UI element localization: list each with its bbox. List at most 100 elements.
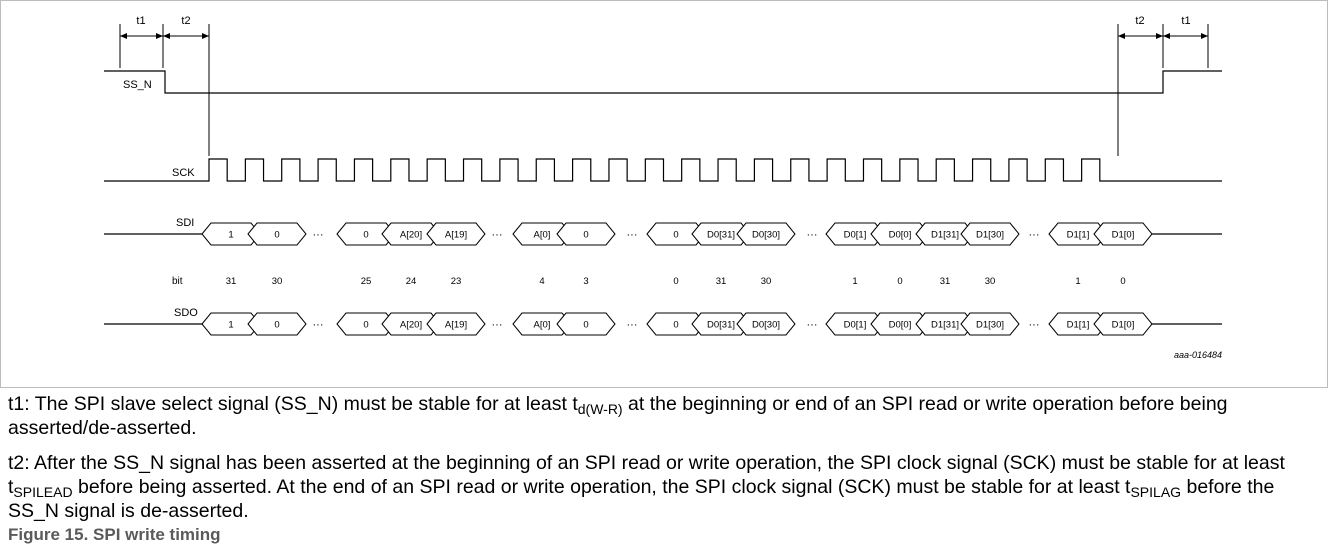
sdo-cell-label: 0 (583, 320, 588, 331)
sdi-ellipsis: ··· (1029, 229, 1040, 241)
sdi-cell-label: D1[31] (931, 230, 959, 241)
sdi-cell-label: D0[30] (752, 230, 780, 241)
sdo-cell (247, 312, 307, 336)
note-t2-text-b: before being asserted. At the end of an … (72, 476, 1131, 498)
figure-caption: Figure 15. SPI write timing (8, 525, 221, 544)
bit-label: 31 (226, 276, 237, 287)
sdo-cell (1093, 312, 1153, 336)
bit-label: 25 (361, 276, 372, 287)
sdo-ellipsis: ··· (492, 319, 503, 331)
sdo-cell-label: D1[0] (1112, 320, 1135, 331)
sdi-cell-label: 0 (363, 230, 368, 241)
sdo-ellipsis: ··· (313, 319, 324, 331)
bit-label: 4 (539, 276, 544, 287)
sdo-cell-label: 0 (673, 320, 678, 331)
sdo-cell (556, 312, 616, 336)
dim-t1-left-arrow-a (120, 33, 127, 39)
bit-label: 1 (852, 276, 857, 287)
sdi-cell (247, 222, 307, 246)
sdi-cell-label: 0 (583, 230, 588, 241)
sdo-cell-label: 0 (274, 320, 279, 331)
sdo-ellipsis: ··· (627, 319, 638, 331)
sdi-cell-label: 1 (228, 230, 233, 241)
label-t2-right: t2 (1135, 15, 1144, 27)
label-bit: bit (172, 276, 183, 287)
bit-label: 30 (761, 276, 772, 287)
sdi-ellipsis: ··· (492, 229, 503, 241)
sdi-cell (556, 222, 616, 246)
sdi-ellipsis: ··· (627, 229, 638, 241)
label-t1-right: t1 (1181, 15, 1190, 27)
bit-label: 3 (583, 276, 588, 287)
label-sck: SCK (172, 167, 195, 179)
sdo-cell-label: 0 (363, 320, 368, 331)
note-t2-sub-lag: SPILAG (1130, 484, 1182, 500)
sdo-cell-label: 1 (228, 320, 233, 331)
sdo-cell (426, 312, 486, 336)
note-t1-text-a: t1: The SPI slave select signal (SS_N) m… (8, 393, 578, 415)
label-sdi: SDI (176, 217, 194, 229)
sdo-cell-label: A[0] (534, 320, 551, 331)
note-t2-text-c: before the SS_N signal is de-asserted. (8, 476, 1275, 522)
note-t1-sub: d(W-R) (577, 401, 623, 417)
sdi-cell-label: 0 (274, 230, 279, 241)
sdi-cell-label: D1[30] (976, 230, 1004, 241)
sdi-cell-label: A[0] (534, 230, 551, 241)
label-sdo: SDO (174, 307, 198, 319)
sdi-cell-label: D0[0] (889, 230, 912, 241)
sdi-cell-label: D0[1] (844, 230, 867, 241)
dim-t1-right-arrow-b (1201, 33, 1208, 39)
sdo-cell (960, 312, 1020, 336)
label-ss-n: SS_N (123, 79, 152, 91)
bit-label: 31 (716, 276, 727, 287)
sdi-cell-label: D1[0] (1112, 230, 1135, 241)
note-t1: t1: The SPI slave select signal (SS_N) m… (8, 392, 1313, 440)
bit-label: 30 (985, 276, 996, 287)
sdo-cell-label: D0[30] (752, 320, 780, 331)
bit-label: 0 (673, 276, 678, 287)
dim-t1-right-arrow-a (1163, 33, 1170, 39)
sdi-cell (736, 222, 796, 246)
dim-t2-left-arrow-a (163, 33, 170, 39)
note-t2: t2: After the SS_N signal has been asser… (8, 451, 1313, 523)
bit-label: 0 (897, 276, 902, 287)
sdo-cell-label: D1[30] (976, 320, 1004, 331)
sdo-cell-label: A[19] (445, 320, 467, 331)
sdi-cell (1093, 222, 1153, 246)
sdi-cell (960, 222, 1020, 246)
dim-t2-left-arrow-b (202, 33, 209, 39)
dim-t1-left-arrow-b (156, 33, 163, 39)
bit-label: 23 (451, 276, 462, 287)
sdi-ellipsis: ··· (807, 229, 818, 241)
sdi-cell (426, 222, 486, 246)
label-t1-left: t1 (136, 15, 145, 27)
sdo-cell-label: D0[1] (844, 320, 867, 331)
sdi-cell-label: 0 (673, 230, 678, 241)
bit-label: 31 (940, 276, 951, 287)
sdo-cell (736, 312, 796, 336)
sdi-cell-label: D0[31] (707, 230, 735, 241)
sdi-cell-label: A[19] (445, 230, 467, 241)
note-t2-sub-lead: SPILEAD (13, 484, 73, 500)
dim-t2-right-arrow-a (1118, 33, 1125, 39)
sdi-cell-label: A[20] (400, 230, 422, 241)
note-t1-text-b: at the beginning or end of an SPI read o… (8, 393, 1228, 439)
ss-n-waveform (104, 70, 1222, 94)
sdo-cell-label: A[20] (400, 320, 422, 331)
bit-label: 0 (1120, 276, 1125, 287)
note-t2-text-a: t2: After the SS_N signal has been asser… (8, 452, 1285, 498)
dim-t2-right-arrow-b (1156, 33, 1163, 39)
bit-label: 30 (272, 276, 283, 287)
bit-label: 1 (1075, 276, 1080, 287)
sdo-cell-label: D1[31] (931, 320, 959, 331)
bit-label: 24 (406, 276, 417, 287)
ref-code: aaa-016484 (1174, 350, 1222, 360)
sdo-ellipsis: ··· (807, 319, 818, 331)
sdo-cell-label: D0[31] (707, 320, 735, 331)
sck-waveform (104, 158, 1222, 182)
sdo-ellipsis: ··· (1029, 319, 1040, 331)
sdo-cell-label: D1[1] (1067, 320, 1090, 331)
sdo-cell-label: D0[0] (889, 320, 912, 331)
